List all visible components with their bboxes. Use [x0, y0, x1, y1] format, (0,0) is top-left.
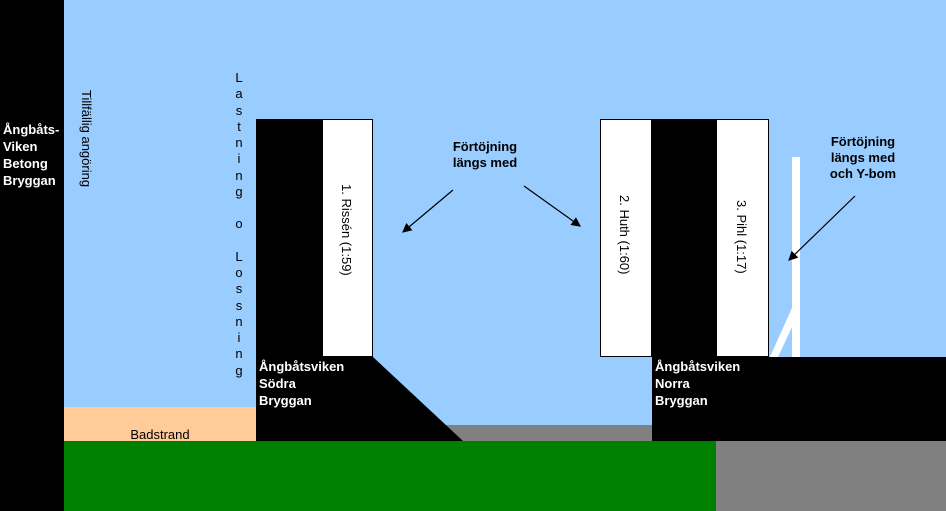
lastning-letter: L [235, 70, 243, 85]
lastning-letter: o [235, 265, 243, 280]
lastning-letter: n [235, 135, 243, 150]
lastning-letter: n [235, 313, 243, 329]
berth-1-label: 1. Rissén (1:59) [339, 184, 354, 276]
fortojning-ybom-label: Förtöjning längs med och Y-bom [829, 134, 897, 181]
lastning-letter: o [235, 216, 243, 232]
tillfallig-angoring-label: Tillfällig angöring [79, 90, 94, 188]
berth-3-label: 3. Pihl (1:17) [734, 200, 749, 274]
lastning-letter: i [237, 330, 241, 345]
berth-2 [600, 119, 652, 357]
gravel-strip [440, 425, 660, 445]
lastning-letter: L [235, 248, 243, 264]
sodra-bryggan-label: Ångbåtsviken Södra Bryggan [259, 359, 345, 408]
lastning-letter: g [235, 183, 243, 199]
norra-bryggan-shape [652, 119, 946, 441]
lastning-letter: a [235, 86, 243, 102]
lastning-letter: s [235, 297, 243, 313]
y-bom [792, 157, 800, 357]
lastning-letter: g [235, 362, 243, 378]
sodra-bryggan-shape [256, 119, 463, 441]
grass [64, 441, 716, 511]
lastning-letter: t [237, 118, 241, 134]
arrow-to-berth-2 [523, 185, 581, 227]
berth-3 [716, 119, 769, 357]
berth-1 [322, 119, 373, 357]
y-bom-arm [770, 290, 800, 357]
lastning-letter: s [235, 281, 243, 297]
lastning-letter: n [235, 346, 243, 362]
berth-2-label: 2. Huth (1:60) [617, 195, 632, 275]
badstrand-label: Badstrand [130, 427, 190, 442]
betong-bryggan-label: Ångbåts- Viken Betong Bryggan [3, 122, 60, 188]
lastning-letter: i [237, 151, 241, 167]
arrow-to-y-bom [788, 195, 856, 261]
lastning-letter: s [235, 102, 243, 118]
gravel-area [716, 441, 946, 511]
norra-bryggan-label: Ångbåtsviken Norra Bryggan [655, 359, 741, 408]
lastning-letter: n [235, 167, 243, 183]
fortojning-langs-med-label: Förtöjning längs med [452, 139, 518, 170]
arrow-to-berth-1 [402, 189, 454, 233]
betong-bryggan [0, 0, 64, 511]
